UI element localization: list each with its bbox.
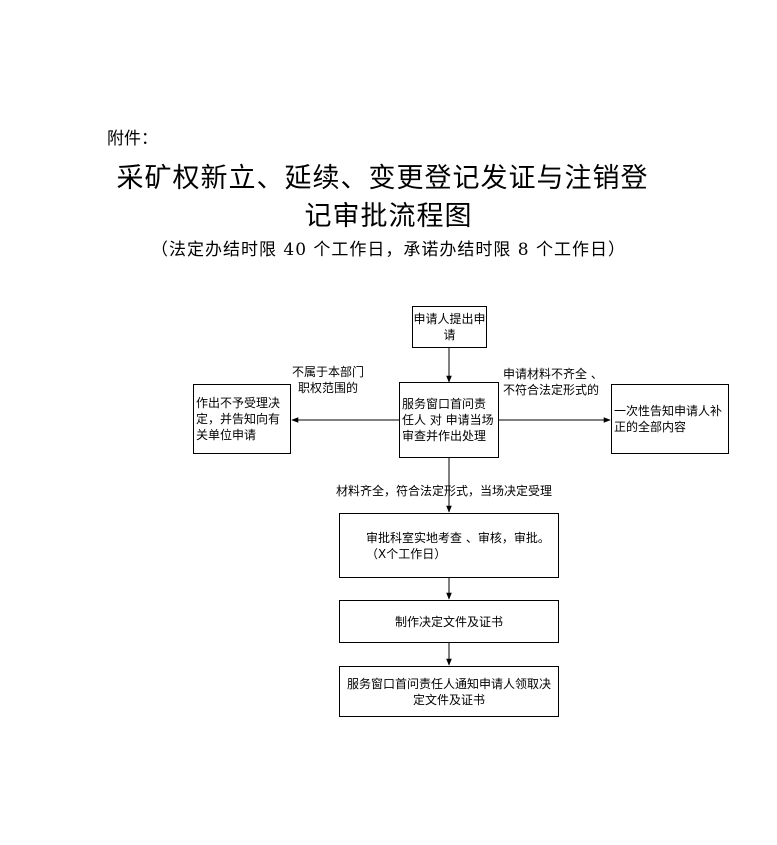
apply-text: 申请人提出申请 <box>413 312 486 342</box>
page-title: 采矿权新立、延续、变更登记发证与注销登 <box>116 163 649 194</box>
approval-review-text: 审批科室实地考查 、审核，审批。 <box>366 530 550 545</box>
accepted-label: 材料齐全，符合法定形式，当场决定受理 <box>336 484 553 498</box>
not-in-scope-label-line1: 不属于本部门 <box>292 365 365 379</box>
supplement-text: 一次性告知申请人补正的全部内容 <box>614 404 723 434</box>
approval-review-box: 审批科室实地考查 、审核，审批。 （X个工作日） <box>339 513 559 578</box>
page-title-line2: 记审批流程图 <box>304 201 473 232</box>
supplement-box: 一次性告知申请人补正的全部内容 <box>611 384 729 454</box>
make-documents-box: 制作决定文件及证书 <box>339 600 559 643</box>
not-in-scope-label-line2: 职权范围的 <box>298 381 359 395</box>
window-review-box: 服务窗口首问责任人 对 申请当场审查并作出处理 <box>399 382 499 458</box>
apply-box: 申请人提出申请 <box>412 306 487 348</box>
approval-review-days: （X个工作日） <box>366 546 447 561</box>
notify-text: 服务窗口首问责任人通知申请人领取决定文件及证书 <box>346 676 551 707</box>
incomplete-label-line1: 申请材料不齐全 、 <box>503 367 603 381</box>
reject-text: 作出不予受理决定，并告知向有关单位申请 <box>196 396 281 442</box>
notify-box: 服务窗口首问责任人通知申请人领取决定文件及证书 <box>339 666 559 717</box>
reject-box: 作出不予受理决定，并告知向有关单位申请 <box>193 384 291 454</box>
make-documents-text: 制作决定文件及证书 <box>394 614 503 629</box>
window-review-text: 服务窗口首问责任人 对 申请当场审查并作出处理 <box>402 397 494 443</box>
incomplete-label-line2: 不符合法定形式的 <box>503 383 600 397</box>
attachment-label: 附件： <box>107 129 158 149</box>
time-limit-subtitle: （法定办结时限 40 个工作日，承诺办结时限 8 个工作日） <box>150 240 627 260</box>
